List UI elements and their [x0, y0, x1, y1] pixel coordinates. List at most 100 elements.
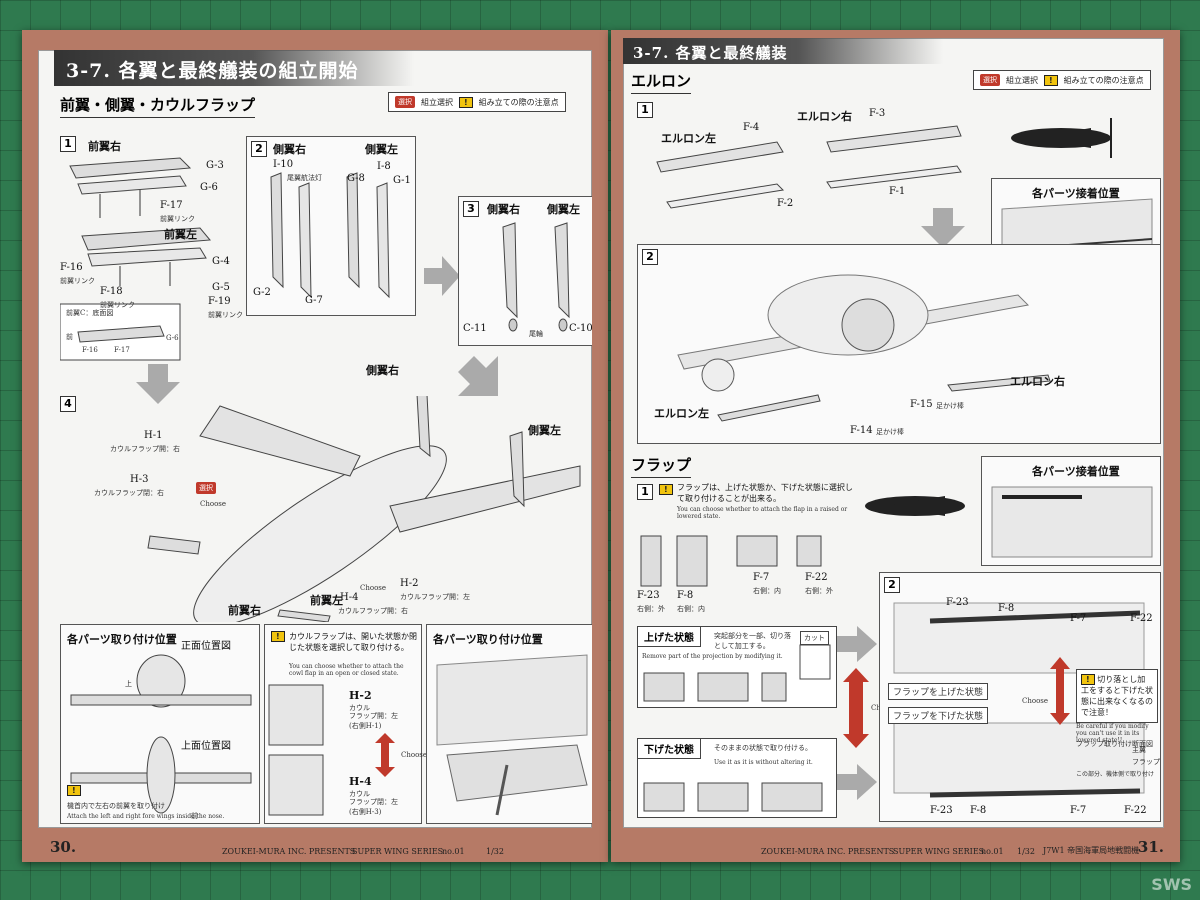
- part-label: H-4: [349, 775, 372, 788]
- part-sub: 右側：外: [805, 587, 833, 595]
- choose-badge: 選択: [196, 482, 216, 494]
- part-label: F-7: [1070, 613, 1087, 624]
- raised-banner: フラップを上げた状態: [888, 683, 989, 700]
- part-sub: (右側H-3): [349, 808, 382, 816]
- step-number: 1: [60, 136, 76, 152]
- part-label: F-7: [753, 572, 770, 583]
- part-label: G-2: [253, 287, 271, 298]
- footer-series: SUPER WING SERIES: [893, 847, 985, 856]
- part-label: G-4: [212, 256, 230, 267]
- label: 前翼右: [228, 604, 261, 617]
- aileron-step2-box: 2 エルロン右 エルロン左 F-15 足かけ棒 F-14 足かけ棒: [637, 244, 1161, 444]
- flap-step2-drawing: [893, 602, 1145, 798]
- part-sub: 尾輪: [529, 330, 543, 338]
- part-sub: カウル: [349, 790, 370, 798]
- step-number: 2: [642, 249, 658, 265]
- right-page-content: 3-7. 各翼と最終艤装 エルロン 選択 組立選択 ! 組み立ての際の注意点 1…: [623, 38, 1164, 828]
- flap-parts: F-23 右側：外 F-8 右側：内 F-7 右側：内 F-22 右側：外: [637, 532, 837, 616]
- warning-badge: !: [459, 96, 473, 108]
- label: 側翼左: [547, 203, 580, 216]
- footer-scale: 1/32: [1017, 847, 1035, 856]
- step2-box: 2 側翼右 側翼左 I-10 尾翼航法灯 G-8 I-8 G-1 G-2 G-7: [246, 136, 416, 316]
- part-label: G-5: [212, 282, 230, 293]
- lowered-state-box: 下げた状態 そのままの状態で取り付ける。 Use it as it is wit…: [637, 738, 837, 818]
- flap-detail-drawing: [991, 486, 1153, 558]
- part-label: F-4: [743, 122, 760, 133]
- warning-label: 組み立ての際の注意点: [1063, 75, 1144, 85]
- footer-no: no.01: [981, 847, 1004, 856]
- part-sub: 足かけ棒: [936, 402, 964, 410]
- part-label: C-10: [569, 323, 592, 334]
- raised-title: 上げた状態: [638, 627, 701, 647]
- part-sub: 前翼リンク: [60, 277, 95, 285]
- page-number: 31.: [1137, 838, 1164, 856]
- step1-area: 1 前翼右 G-3 G-6 F-17 前翼リンク: [60, 136, 243, 366]
- part-label: I-10: [273, 159, 294, 170]
- part-label: H-4: [340, 592, 359, 603]
- inset-title: 前翼C：底面図: [66, 309, 114, 317]
- part-label: F-15: [910, 399, 933, 410]
- mount-position-box: 各パーツ取り付け位置: [426, 624, 592, 824]
- part-label: F-8: [970, 805, 987, 816]
- arrow-right-icon: [837, 626, 877, 662]
- page-number: 30.: [50, 838, 77, 856]
- part-label: C-11: [463, 323, 487, 334]
- step-number: 4: [60, 396, 76, 412]
- cowl-note: カウルフラップは、開いた状態か閉じた状態を選択して取り付ける。: [289, 632, 417, 652]
- warning-icon: !: [1081, 674, 1095, 685]
- fore-wing-drawing: [60, 157, 212, 361]
- aileron-title: エルロン: [631, 70, 692, 94]
- flap-warning-text: 切り落とし加工をすると下げた状態に出来なくなるので注意！: [1081, 675, 1153, 717]
- cowl-flap-box: ! カウルフラップは、開いた状態か閉じた状態を選択して取り付ける。 You ca…: [264, 624, 427, 824]
- part-sub: カウルフラップ閉：右: [94, 489, 164, 497]
- nose-note-en: Attach the left and right fore wings ins…: [67, 813, 225, 820]
- left-page: 3-7. 各翼と最終艤装の組立開始 前翼・側翼・カウルフラップ 選択 組立選択 …: [22, 30, 608, 862]
- arrow-right-icon: [837, 764, 877, 800]
- choose-word: Choose: [1022, 697, 1049, 705]
- watermark: SWS: [1151, 875, 1192, 894]
- label: エルロン左: [654, 407, 709, 420]
- part-sub: 右側：内: [677, 605, 705, 613]
- step3-box: 3 側翼右 側翼左 C-11 C-10 尾輪: [458, 196, 592, 346]
- inset-label: 前: [66, 333, 73, 341]
- select-label: 組立選択: [1006, 75, 1038, 85]
- footer-scale: 1/32: [486, 847, 504, 856]
- flap-note-en: You can choose whether to attach the fla…: [677, 506, 848, 520]
- step4-area: 4 側翼右 側翼左 H-1 カウルフラップ開：右 H-3 カウルフラップ閉：右: [60, 364, 592, 622]
- part-sub: カウルフラップ開：右: [110, 445, 180, 453]
- part-sub: 前翼リンク: [160, 215, 195, 223]
- part-sub: カウル: [349, 704, 370, 712]
- section-title: 3-7. 各翼と最終艤装の組立開始: [54, 50, 414, 86]
- select-badge: 選択: [980, 74, 1000, 86]
- legend: 選択 組立選択 ! 組み立ての際の注意点: [388, 92, 566, 112]
- part-sub: 右側：内: [753, 587, 781, 595]
- part-label: F-19: [208, 296, 231, 307]
- part-label: F-23: [946, 597, 969, 608]
- part-label: H-2: [400, 578, 419, 589]
- warning-label: 組み立ての際の注意点: [478, 97, 559, 107]
- part-sub: フラップ閉：左: [349, 798, 398, 806]
- detail-title: 各パーツ接着位置: [1032, 187, 1120, 200]
- part-label: F-2: [777, 198, 794, 209]
- lowered-banner: フラップを下げた状態: [888, 707, 989, 724]
- part-label: I-8: [377, 161, 391, 172]
- step-number: 2: [251, 141, 267, 157]
- mount-title: 各パーツ取り付け位置: [433, 633, 543, 646]
- part-label: F-18: [100, 286, 123, 297]
- top-view-label: 上面位置図: [181, 741, 231, 752]
- part-sub: 右側：外: [637, 605, 665, 613]
- part-label: H-2: [349, 689, 372, 702]
- up-label: 上: [125, 680, 132, 688]
- lowered-title: 下げた状態: [638, 739, 701, 759]
- right-page: 3-7. 各翼と最終艤装 エルロン 選択 組立選択 ! 組み立ての際の注意点 1…: [611, 30, 1180, 862]
- choose-arrow-icon: [843, 668, 869, 748]
- part-sub: フラップ開：左: [349, 712, 398, 720]
- part-label: F-7: [1070, 805, 1087, 816]
- part-sub: 前翼リンク: [208, 311, 243, 319]
- label: 側翼左: [365, 143, 398, 156]
- flap-section-title: フラップ取り付け断面図: [1076, 740, 1153, 748]
- step-number: 1: [637, 102, 653, 118]
- inset-label: F-17: [114, 346, 130, 354]
- part-label: F-22: [1130, 613, 1153, 624]
- instruction-spread: 3-7. 各翼と最終艤装の組立開始 前翼・側翼・カウルフラップ 選択 組立選択 …: [22, 30, 1180, 862]
